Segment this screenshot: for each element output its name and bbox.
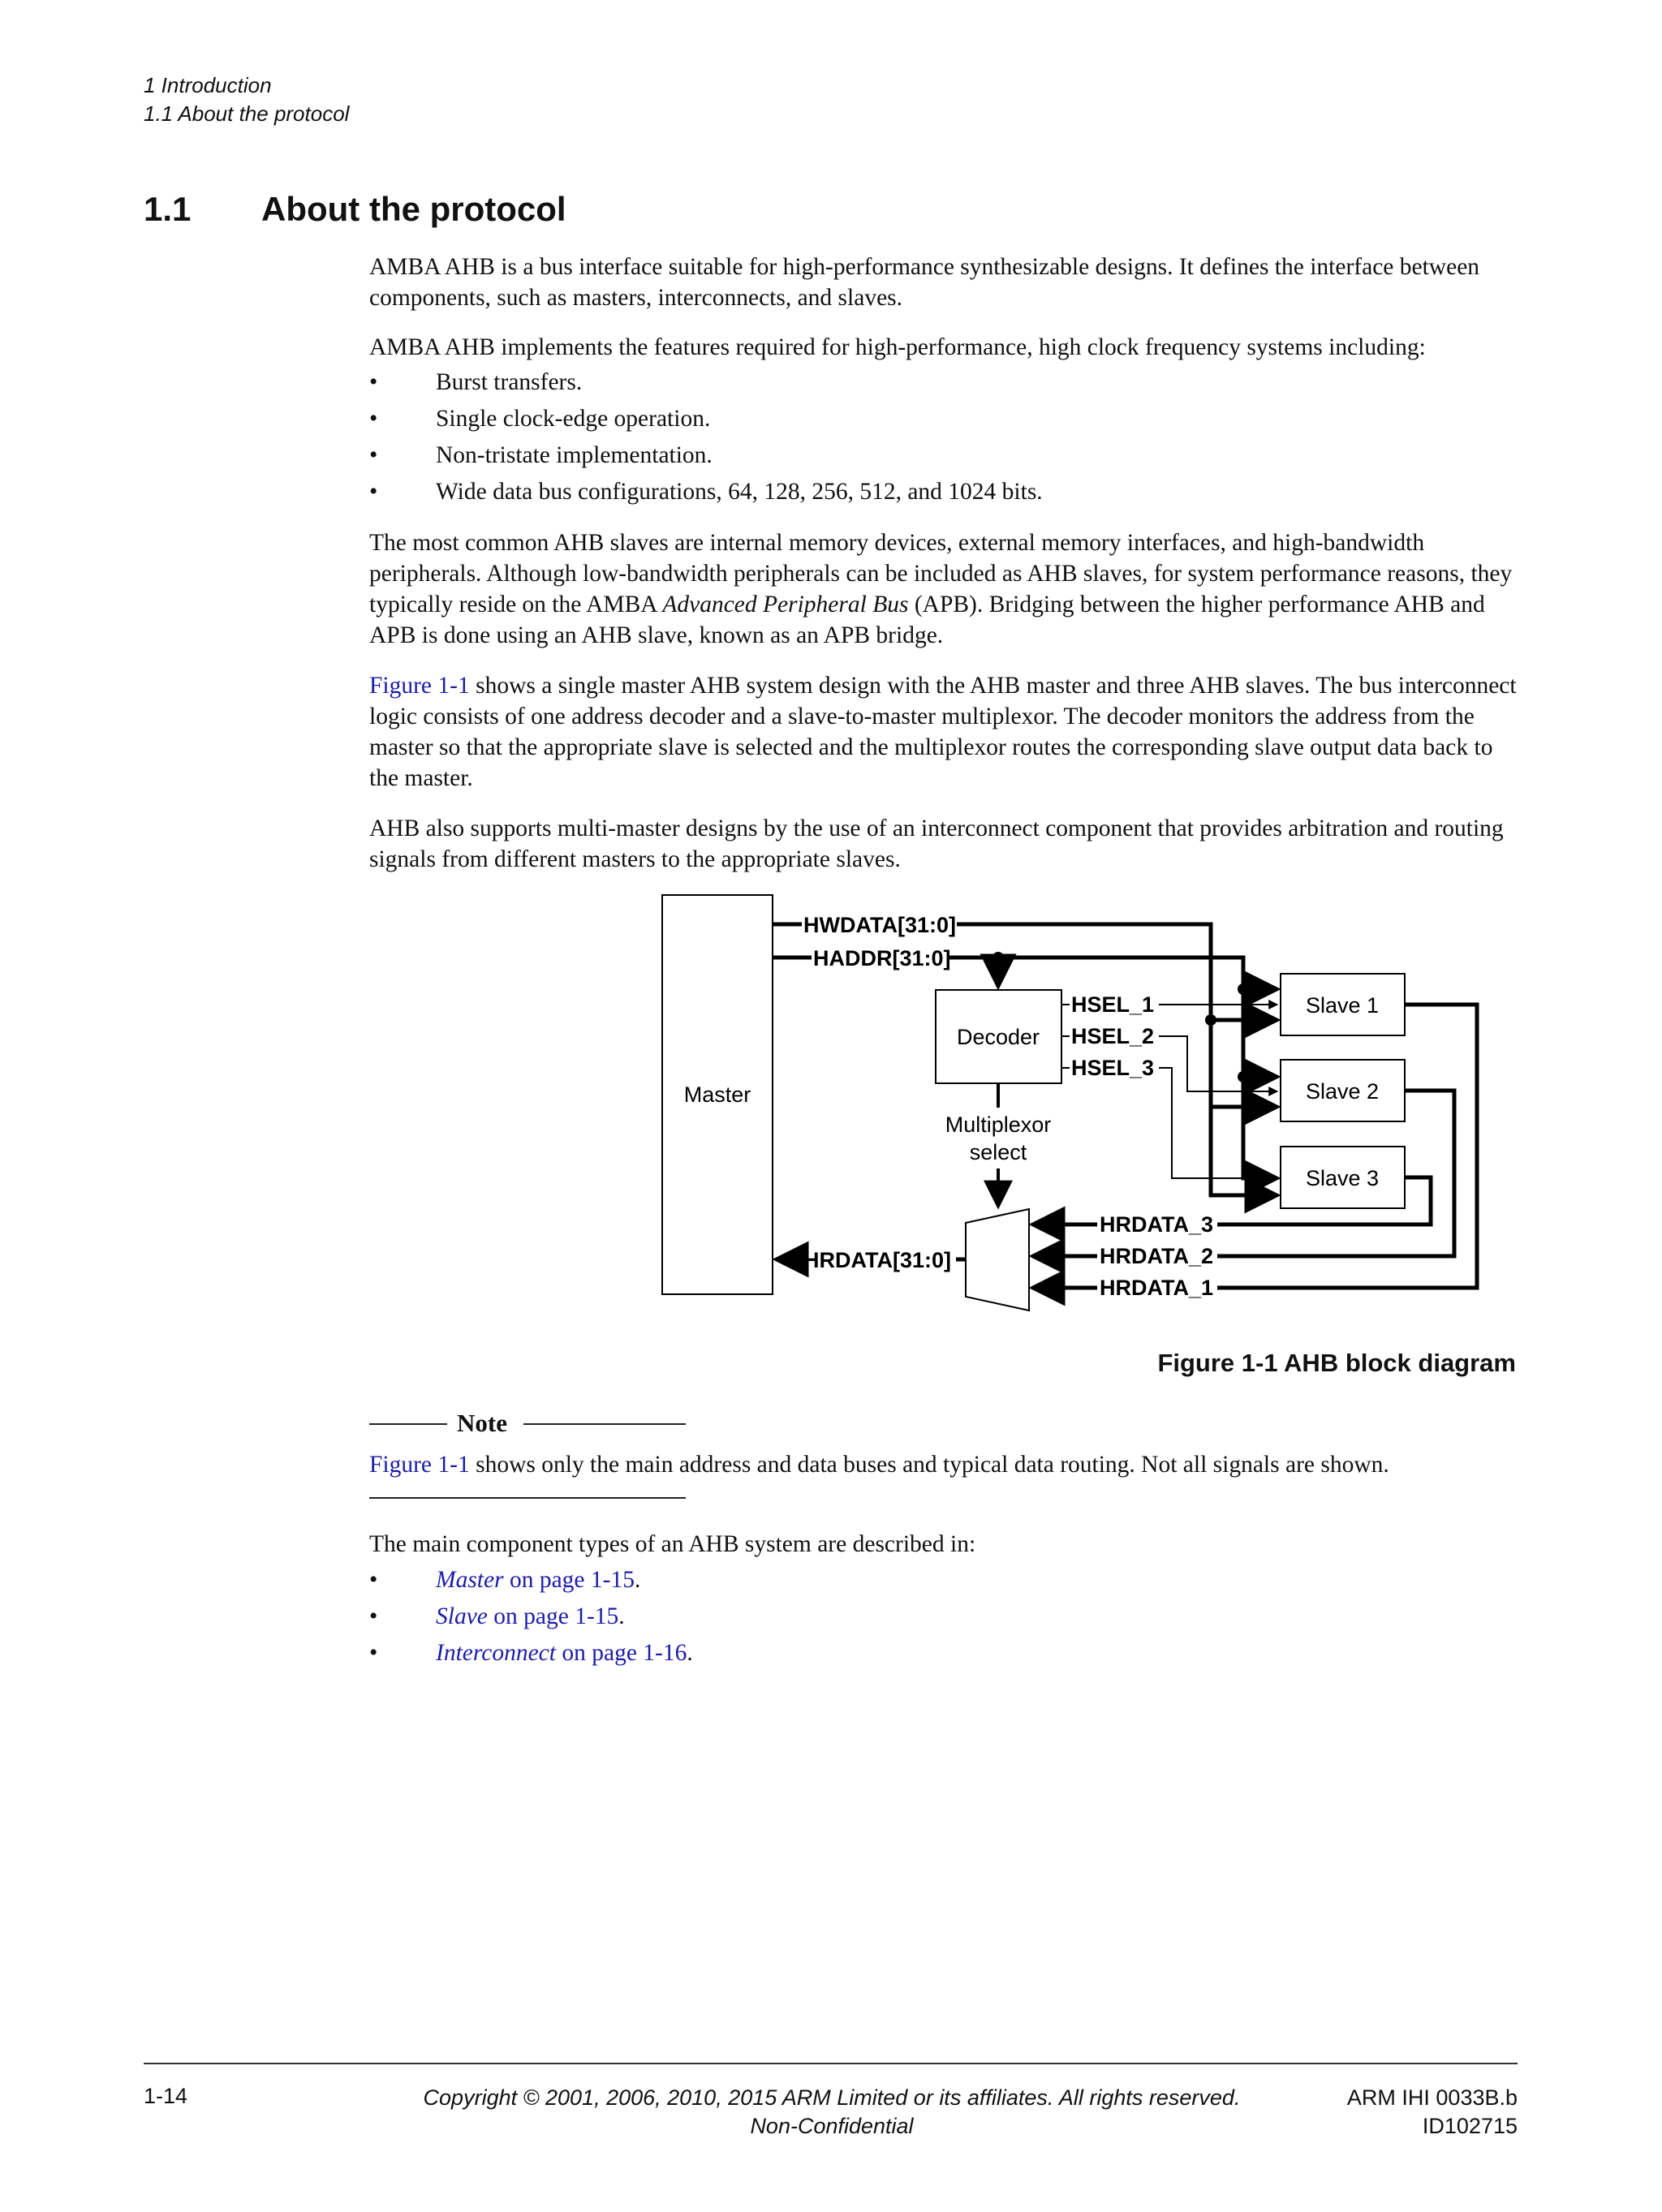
paragraph-slaves: The most common AHB slaves are internal … <box>369 527 1522 651</box>
header-chapter: 1 Introduction <box>144 73 272 97</box>
junction-dot <box>1238 1071 1249 1082</box>
footer-copyright-block: Copyright © 2001, 2006, 2010, 2015 ARM L… <box>341 2084 1323 2141</box>
paragraph-slaves-b: (APB). Bridging between the higher perfo… <box>369 592 1485 648</box>
figure-link[interactable]: Figure 1-1 <box>369 673 470 699</box>
list-end: . <box>618 1603 625 1629</box>
footer-page-number: 1-14 <box>144 2084 188 2108</box>
list-item: Wide data bus configurations, 64, 128, 2… <box>369 476 1522 507</box>
paragraph-figure-ref: Figure 1-1 shows a single master AHB sys… <box>369 670 1522 794</box>
paragraph-features-intro: AMBA AHB implements the features require… <box>369 334 1426 360</box>
hrdata-3-line <box>1217 1175 1433 1227</box>
footer-copyright: Copyright © 2001, 2006, 2010, 2015 ARM L… <box>423 2085 1241 2110</box>
slave-3-label: Slave 3 <box>1306 1166 1379 1190</box>
master-ref: on page 1-15 <box>503 1567 635 1593</box>
slave-2-label: Slave 2 <box>1306 1079 1379 1104</box>
footer-doc-id: ARM IHI 0033B.b <box>1346 2085 1518 2110</box>
hwdata-bus <box>957 922 1281 1214</box>
slave-1-label: Slave 1 <box>1306 993 1379 1018</box>
note-figure-link[interactable]: Figure 1-1 <box>369 1452 470 1478</box>
note-rule-left <box>369 1423 447 1425</box>
list-end: . <box>634 1567 641 1593</box>
paragraph-intro: AMBA AHB is a bus interface suitable for… <box>369 254 1480 311</box>
master-box <box>661 894 773 1295</box>
footer-rule <box>144 2063 1518 2064</box>
note-label: Note <box>457 1409 507 1437</box>
hrdata-2-line <box>1217 1088 1457 1259</box>
decoder-label: Decoder <box>957 1025 1040 1049</box>
section-title: About the protocol <box>261 190 566 228</box>
mux-select-label-1: Multiplexor <box>945 1112 1052 1137</box>
list-item: Slave on page 1-15. <box>369 1601 1522 1632</box>
hsel-2-label: HSEL_2 <box>1071 1024 1154 1048</box>
footer-doc-rev: ID102715 <box>1422 2114 1518 2138</box>
interconnect-term: Interconnect <box>436 1640 556 1666</box>
hrdata-label: HRDATA[31:0] <box>803 1248 951 1272</box>
running-header: 1 Introduction 1.1 About the protocol <box>144 71 349 128</box>
apb-term: Advanced Peripheral Bus <box>662 592 909 618</box>
footer-doc-info: ARM IHI 0033B.b ID102715 <box>1347 2084 1518 2141</box>
list-item: Single clock-edge operation. <box>369 403 1522 434</box>
list-item: Burst transfers. <box>369 367 1522 398</box>
section-number: 1.1 <box>144 190 192 228</box>
multiplexor-shape <box>965 1207 1030 1312</box>
hwdata-label: HWDATA[31:0] <box>803 913 956 937</box>
junction-dot <box>1238 983 1249 995</box>
list-item: Master on page 1-15. <box>369 1564 1522 1595</box>
hrdata-3-label: HRDATA_3 <box>1100 1212 1213 1237</box>
hsel-1-label: HSEL_1 <box>1071 992 1154 1017</box>
hsel-2-line <box>1159 1035 1279 1096</box>
master-link[interactable]: Master on page 1-15 <box>436 1567 635 1593</box>
header-section: 1.1 About the protocol <box>144 101 350 126</box>
list-item: Interconnect on page 1-16. <box>369 1637 1522 1668</box>
haddr-label: HADDR[31:0] <box>813 946 951 970</box>
note-body: shows only the main address and data bus… <box>469 1452 1389 1478</box>
note-text: Figure 1-1 shows only the main address a… <box>369 1449 1522 1480</box>
hsel-3-line <box>1159 1067 1279 1183</box>
figure-caption: Figure 1-1 AHB block diagram <box>1157 1349 1516 1377</box>
interconnect-link[interactable]: Interconnect on page 1-16 <box>436 1640 687 1666</box>
slave-term: Slave <box>436 1603 488 1629</box>
paragraph-figure-text: shows a single master AHB system design … <box>369 673 1517 791</box>
paragraph-slaves-a: The most common AHB slaves are internal … <box>369 530 1513 618</box>
slave-link[interactable]: Slave on page 1-15 <box>436 1603 618 1629</box>
paragraph-multimaster: AHB also supports multi-master designs b… <box>369 816 1504 872</box>
mux-select-label-2: select <box>970 1140 1027 1164</box>
hrdata-1-label: HRDATA_1 <box>1100 1276 1213 1300</box>
list-item: Non-tristate implementation. <box>369 440 1522 471</box>
hsel-3-label: HSEL_3 <box>1071 1056 1154 1080</box>
components-intro: The main component types of an AHB syste… <box>369 1531 976 1557</box>
master-label: Master <box>684 1082 751 1107</box>
hrdata-2-label: HRDATA_2 <box>1100 1244 1213 1268</box>
junction-dot <box>1205 1014 1216 1026</box>
slave-ref: on page 1-15 <box>487 1603 619 1629</box>
interconnect-ref: on page 1-16 <box>555 1640 687 1666</box>
components-list: Master on page 1-15. Slave on page 1-15.… <box>369 1564 1522 1674</box>
master-term: Master <box>436 1567 504 1593</box>
list-end: . <box>687 1640 693 1666</box>
feature-list: Burst transfers. Single clock-edge opera… <box>369 367 1522 513</box>
footer-confidentiality: Non-Confidential <box>750 2114 914 2138</box>
hrdata-1-line <box>1217 1002 1479 1290</box>
note-rule-right <box>523 1423 686 1425</box>
note-rule-bottom <box>369 1497 686 1499</box>
